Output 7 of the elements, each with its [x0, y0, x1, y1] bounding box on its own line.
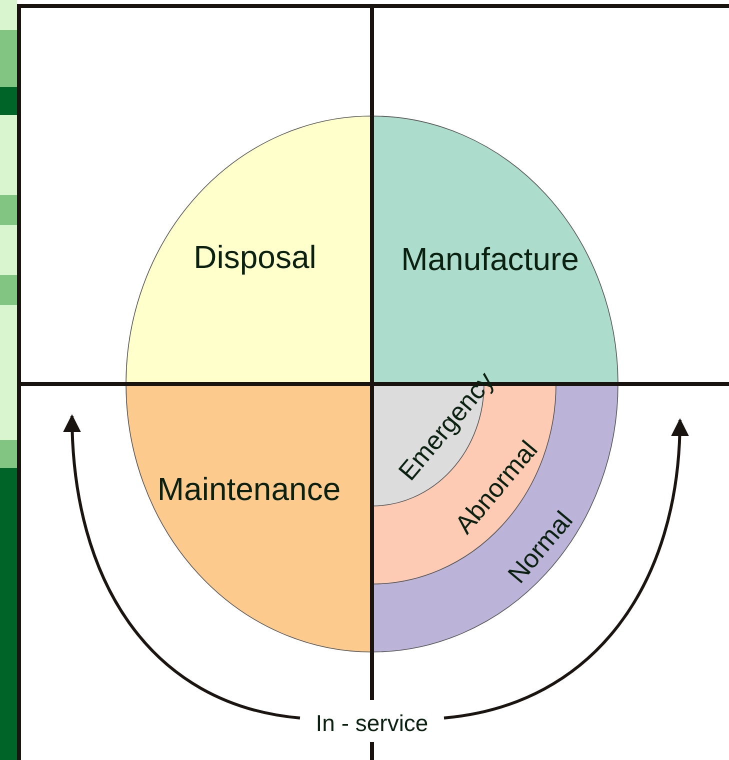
quadrant-sector	[126, 384, 372, 652]
sector-label: Maintenance	[157, 473, 341, 505]
sector-label: Disposal	[194, 241, 316, 273]
curved-arrow	[444, 418, 688, 720]
curved-arrow	[64, 414, 300, 720]
quadrant-sector	[126, 116, 372, 384]
sector-label: Manufacture	[401, 243, 579, 275]
